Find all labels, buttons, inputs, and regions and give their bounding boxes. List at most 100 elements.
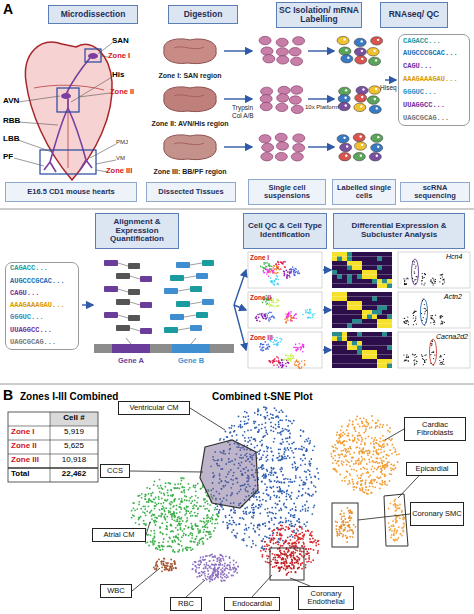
tsne-dot [251, 507, 253, 509]
tsne-dot [182, 520, 184, 522]
tsne-dot [340, 453, 342, 455]
gene-bar [94, 344, 234, 353]
tsne-dot [341, 462, 343, 464]
tsne-dot [277, 426, 279, 428]
tsne-dot [337, 461, 339, 463]
tsne-dot [200, 488, 202, 490]
tsne-dot [271, 451, 273, 453]
tsne-dot [265, 422, 267, 424]
tsne-dot [379, 424, 381, 426]
tsne-dot [250, 429, 252, 431]
tsne-dot [278, 459, 280, 461]
tsne-dot [197, 513, 199, 515]
tsne-dot [307, 493, 309, 495]
tsne-dot [263, 416, 265, 418]
tsne-dot [278, 510, 280, 512]
tsne-dot [272, 458, 274, 460]
tsne-dot [352, 440, 354, 442]
tsne-dot [274, 438, 276, 440]
tsne-dot [197, 528, 199, 530]
tsne-dot [309, 440, 311, 442]
tsne-dot [160, 485, 162, 487]
tsne-dot [269, 511, 271, 513]
tsne-dot [159, 549, 161, 551]
tsne-dot [309, 534, 311, 536]
tsne-dot [342, 450, 344, 452]
tsne-dot [223, 439, 225, 441]
tsne-dot [350, 529, 352, 531]
tsne-dot [357, 483, 359, 485]
tsne-dot [402, 518, 404, 520]
tsne-dot [378, 449, 380, 451]
tsne-dot [182, 535, 184, 537]
tsne-dot [145, 542, 147, 544]
flow-arrow [323, 269, 331, 270]
tsne-dot [347, 483, 349, 485]
tsne-dot [173, 536, 175, 538]
tsne-dot [275, 513, 277, 515]
tsne-dot [338, 438, 340, 440]
tsne-dot [380, 468, 382, 470]
tsne-dot [258, 453, 260, 455]
tsne-dot [384, 464, 386, 466]
tsne-dot [270, 430, 272, 432]
tsne-dot [265, 475, 267, 477]
tsne-dot [141, 497, 143, 499]
tsne-dot [275, 424, 277, 426]
violin-frame [398, 252, 470, 288]
tsne-dot [298, 495, 300, 497]
tsne-dot [302, 509, 304, 511]
tsne-dot [282, 540, 284, 542]
tsne-dot [246, 513, 248, 515]
tsne-dot [366, 422, 368, 424]
tsne-dot [283, 453, 285, 455]
tsne-dot [340, 526, 342, 528]
tsne-dot [280, 431, 282, 433]
tsne-dot [265, 525, 267, 527]
tsne-dot [375, 442, 377, 444]
tsne-dot [382, 426, 384, 428]
tsne-dot [189, 540, 191, 542]
tsne-dot [162, 533, 164, 535]
tsne-dot [309, 470, 311, 472]
tsne-dot [161, 545, 163, 547]
tsne-dot [268, 537, 270, 539]
tsne-dot [278, 411, 280, 413]
tsne-dot [290, 420, 292, 422]
tsne-dot [372, 465, 374, 467]
tsne-dot [348, 517, 350, 519]
tsne-dot [385, 475, 387, 477]
tsne-dot [257, 431, 259, 433]
tsne-dot [302, 484, 304, 486]
tsne-dot [281, 443, 283, 445]
tsne-dot [391, 453, 393, 455]
tsne-dot [233, 431, 235, 433]
tsne-dot [208, 510, 210, 512]
tsne-dot [337, 442, 339, 444]
tsne-dot [267, 454, 269, 456]
tsne-dot [280, 490, 282, 492]
tsne-dot [397, 505, 399, 507]
tsne-dot [176, 512, 178, 514]
tsne-dot [288, 494, 290, 496]
tsne-dot [395, 448, 397, 450]
tsne-dot [186, 549, 188, 551]
tsne-dot [148, 545, 150, 547]
tsne-dot [264, 522, 266, 524]
tsne-dot [304, 441, 306, 443]
tsne-dot [262, 454, 264, 456]
tsne-dot [285, 419, 287, 421]
tsne-dot [362, 473, 364, 475]
tsne-dot [252, 540, 254, 542]
tsne-dot [284, 448, 286, 450]
tsne-dot [364, 459, 366, 461]
tsne-dot [155, 548, 157, 550]
tsne-dot [276, 486, 278, 488]
tsne-dot [196, 536, 198, 538]
tsne-dot [259, 513, 261, 515]
tsne-dot [159, 545, 161, 547]
tsne-dot [355, 526, 357, 528]
tsne-dot [157, 485, 159, 487]
tsne-dot [261, 465, 263, 467]
tsne-dot [180, 508, 182, 510]
